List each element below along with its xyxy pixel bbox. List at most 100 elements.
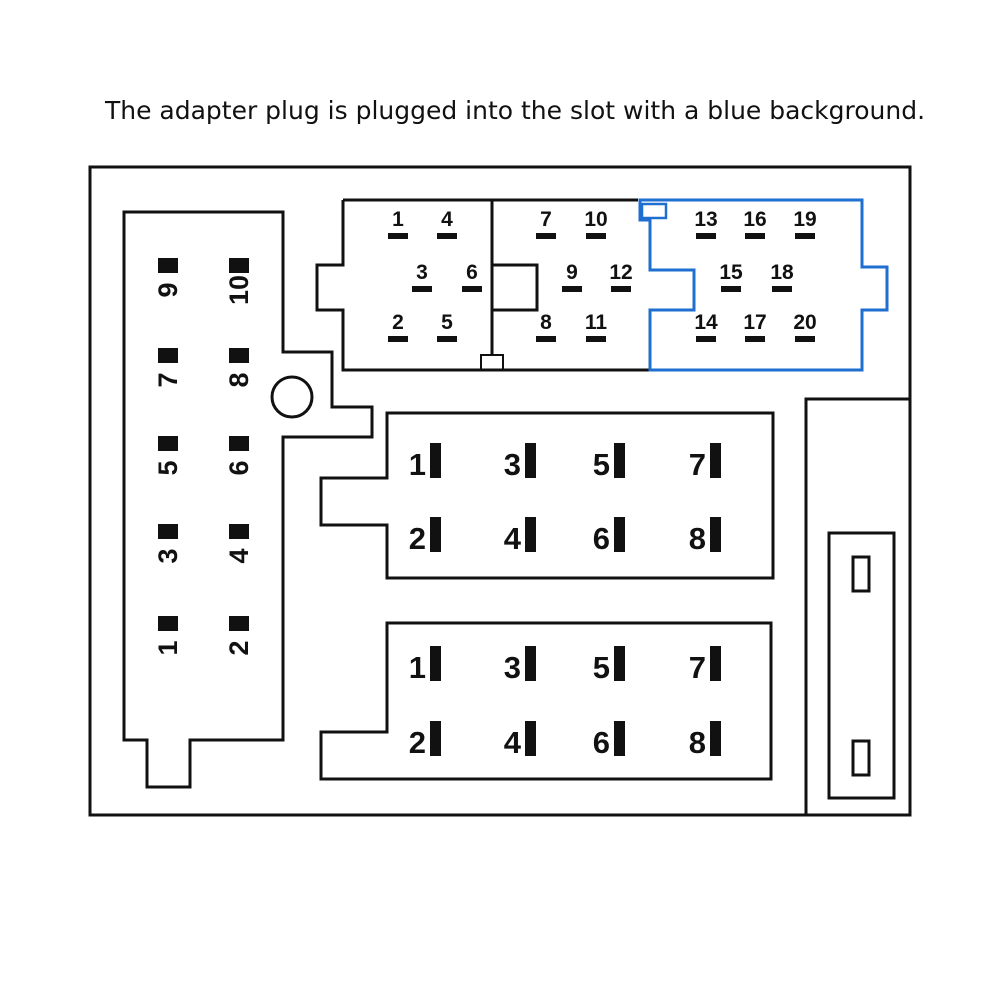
middle-2-pin-label: 7	[689, 650, 706, 685]
middle-2-pin-terminal	[614, 646, 625, 681]
left-pin-terminal	[158, 436, 178, 451]
left-pin-terminal	[229, 258, 249, 273]
left-pin-label: 5	[153, 460, 183, 475]
top-a-pin-terminal	[412, 286, 432, 292]
middle-2-pin-terminal	[614, 721, 625, 756]
middle-1-pin-label: 4	[504, 521, 522, 556]
top-b-pin-terminal	[611, 286, 631, 292]
left-pin-label: 1	[153, 640, 183, 655]
left-pin-label: 10	[224, 275, 254, 305]
left-pin-label: 3	[153, 548, 183, 563]
blue-pin-terminal	[696, 336, 716, 342]
blue-pin-terminal	[772, 286, 792, 292]
top-b-pin-terminal	[536, 233, 556, 239]
middle-connector-2-housing	[319, 621, 773, 781]
blue-pin-label: 16	[743, 208, 766, 231]
top-a-pin-label: 3	[416, 261, 428, 284]
top-a-pin-label: 6	[466, 261, 478, 284]
middle-1-pin-terminal	[525, 443, 536, 478]
blue-pin-terminal	[795, 233, 815, 239]
blue-pin-terminal	[696, 233, 716, 239]
left-pin-terminal	[229, 524, 249, 539]
top-a-pin-terminal	[462, 286, 482, 292]
blue-pin-label: 17	[743, 311, 766, 334]
blue-pin-label: 15	[719, 261, 743, 284]
mounting-hole	[270, 375, 314, 419]
top-a-pin-terminal	[388, 336, 408, 342]
left-pin-terminal	[158, 258, 178, 273]
left-pin-terminal	[229, 348, 249, 363]
top-a-pin-label: 5	[441, 311, 453, 334]
top-b-pin-label: 9	[566, 261, 578, 284]
middle-1-pin-label: 1	[409, 447, 426, 482]
middle-2-pin-terminal	[525, 646, 536, 681]
top-b-pin-label: 12	[609, 261, 632, 284]
middle-1-pin-label: 5	[593, 447, 610, 482]
middle-1-pin-label: 2	[409, 521, 426, 556]
top-b-pin-terminal	[586, 233, 606, 239]
middle-2-pin-terminal	[710, 646, 721, 681]
caption: The adapter plug is plugged into the slo…	[104, 96, 926, 125]
middle-2-pin-terminal	[430, 646, 441, 681]
top-b-pin-label: 11	[585, 311, 608, 334]
left-pin-terminal	[158, 348, 178, 363]
blue-slot-key	[640, 202, 668, 220]
left-pin-terminal	[158, 616, 178, 631]
middle-1-pin-terminal	[430, 443, 441, 478]
middle-2-pin-terminal	[710, 721, 721, 756]
left-pin-label: 6	[224, 460, 254, 475]
middle-connector-1-housing	[319, 411, 775, 580]
top-a-pin-terminal	[437, 233, 457, 239]
left-pin-terminal	[229, 616, 249, 631]
middle-2-pin-label: 3	[504, 650, 521, 685]
blue-pin-terminal	[745, 233, 765, 239]
blue-pin-terminal	[745, 336, 765, 342]
top-a-pin-terminal	[388, 233, 408, 239]
antenna-terminal-top	[851, 555, 871, 593]
middle-2-pin-terminal	[430, 721, 441, 756]
antenna-slot-frame	[827, 531, 896, 800]
top-b-pin-label: 7	[540, 208, 552, 231]
blue-pin-label: 20	[793, 311, 816, 334]
top-key-notch	[480, 354, 504, 371]
middle-1-pin-terminal	[710, 517, 721, 552]
right-antenna-box	[804, 397, 912, 817]
blue-pin-label: 18	[770, 261, 794, 284]
blue-pin-terminal	[795, 336, 815, 342]
blue-pin-label: 14	[694, 311, 718, 334]
middle-1-pin-terminal	[430, 517, 441, 552]
top-a-pin-label: 1	[392, 208, 404, 231]
middle-2-pin-label: 8	[689, 725, 706, 760]
top-a-pin-label: 4	[441, 208, 453, 231]
middle-2-pin-terminal	[525, 721, 536, 756]
left-pin-label: 9	[153, 282, 183, 297]
antenna-terminal-bottom	[851, 739, 871, 777]
top-b-pin-label: 10	[584, 208, 607, 231]
middle-2-pin-label: 5	[593, 650, 610, 685]
middle-2-pin-label: 6	[593, 725, 610, 760]
top-b-pin-label: 8	[540, 311, 552, 334]
left-pin-label: 8	[224, 372, 254, 387]
blue-pin-label: 13	[694, 208, 717, 231]
middle-2-pin-label: 4	[504, 725, 522, 760]
top-a-pin-terminal	[437, 336, 457, 342]
middle-1-pin-terminal	[525, 517, 536, 552]
left-pin-label: 2	[224, 640, 254, 655]
middle-1-pin-label: 7	[689, 447, 706, 482]
left-pin-terminal	[158, 524, 178, 539]
middle-1-pin-terminal	[614, 443, 625, 478]
middle-1-pin-label: 8	[689, 521, 706, 556]
middle-2-pin-label: 2	[409, 725, 426, 760]
blue-pin-label: 19	[793, 208, 816, 231]
left-pin-label: 4	[224, 548, 254, 563]
top-b-pin-terminal	[586, 336, 606, 342]
middle-1-pin-label: 3	[504, 447, 521, 482]
middle-1-pin-label: 6	[593, 521, 610, 556]
left-connector-housing	[122, 210, 374, 789]
middle-1-pin-terminal	[710, 443, 721, 478]
middle-1-pin-terminal	[614, 517, 625, 552]
left-pin-label: 7	[153, 372, 183, 387]
top-b-pin-terminal	[536, 336, 556, 342]
